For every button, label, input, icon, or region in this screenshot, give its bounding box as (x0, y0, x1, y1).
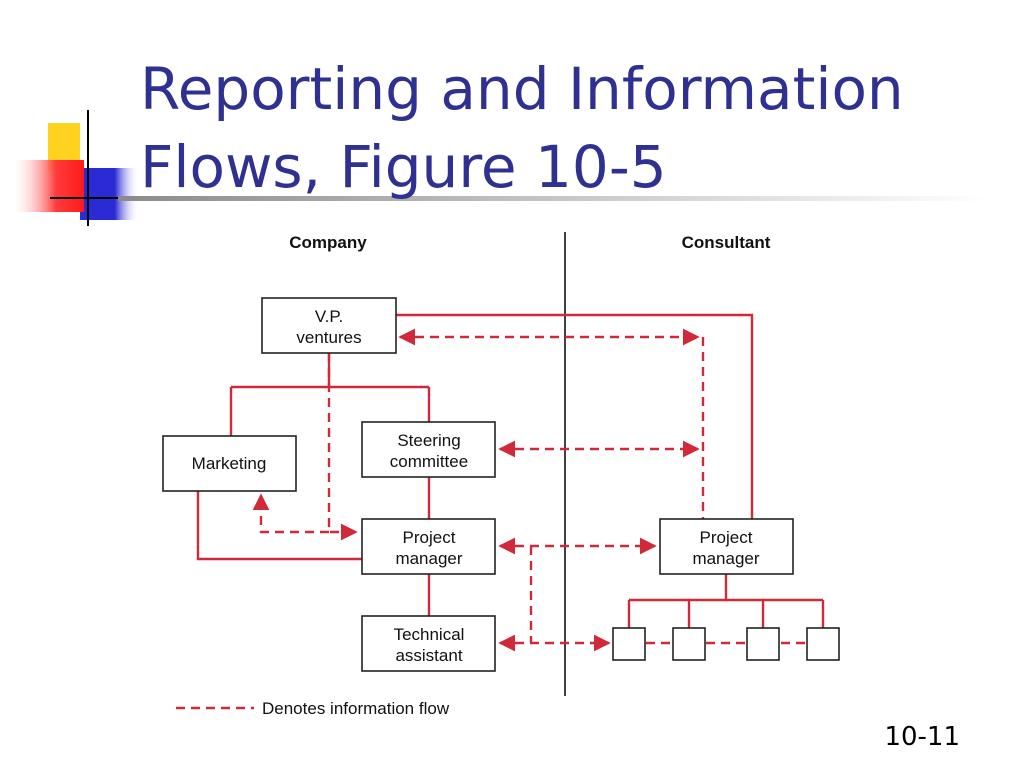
vp-line-2: ventures (296, 328, 361, 347)
technical-assistant-box: Technical assistant (361, 615, 496, 672)
vp-line-1: V.P. (315, 307, 343, 326)
title-line-2: Flows, Figure 10-5 (140, 133, 667, 201)
tech-line-1: Technical (394, 625, 465, 644)
consultant-staff-box (806, 627, 840, 661)
marketing-box: Marketing (162, 435, 297, 492)
legend: Denotes information flow (176, 699, 450, 718)
vp-to-pm-flow (327, 353, 358, 541)
consultant-heading: Consultant (682, 233, 771, 252)
steering-line-1: Steering (397, 431, 460, 450)
marketing-to-pm-line (196, 491, 362, 561)
legend-label: Denotes information flow (262, 699, 450, 718)
company-pm-line-2: manager (395, 549, 462, 568)
red-square (14, 160, 84, 212)
tech-line-2: assistant (395, 646, 462, 665)
slide-number: 10-11 (884, 722, 960, 752)
consultant-project-manager-box: Project manager (659, 518, 794, 575)
consultant-staff-box (672, 627, 706, 661)
consultant-staff-box (746, 627, 780, 661)
company-project-manager-box: Project manager (361, 518, 496, 575)
vp-ventures-box: V.P. ventures (261, 297, 397, 354)
steering-line-2: committee (390, 452, 468, 471)
consultant-pm-line-1: Project (700, 528, 753, 547)
title-underline (118, 196, 988, 201)
company-pm-line-1: Project (403, 528, 456, 547)
company-heading: Company (289, 233, 367, 252)
consultant-staff-box (612, 627, 646, 661)
slide-title: Reporting and Information Flows, Figure … (140, 50, 1000, 206)
blue-square (80, 168, 138, 220)
steering-committee-box: Steering committee (361, 421, 496, 478)
consultant-pm-line-2: manager (692, 549, 759, 568)
reporting-lines (196, 313, 825, 628)
marketing-label: Marketing (192, 454, 267, 473)
vp-to-consultant-pm-line (396, 313, 754, 519)
pm-to-marketing-flow (252, 493, 329, 534)
information-flows (252, 328, 839, 652)
title-line-1: Reporting and Information (140, 55, 904, 123)
